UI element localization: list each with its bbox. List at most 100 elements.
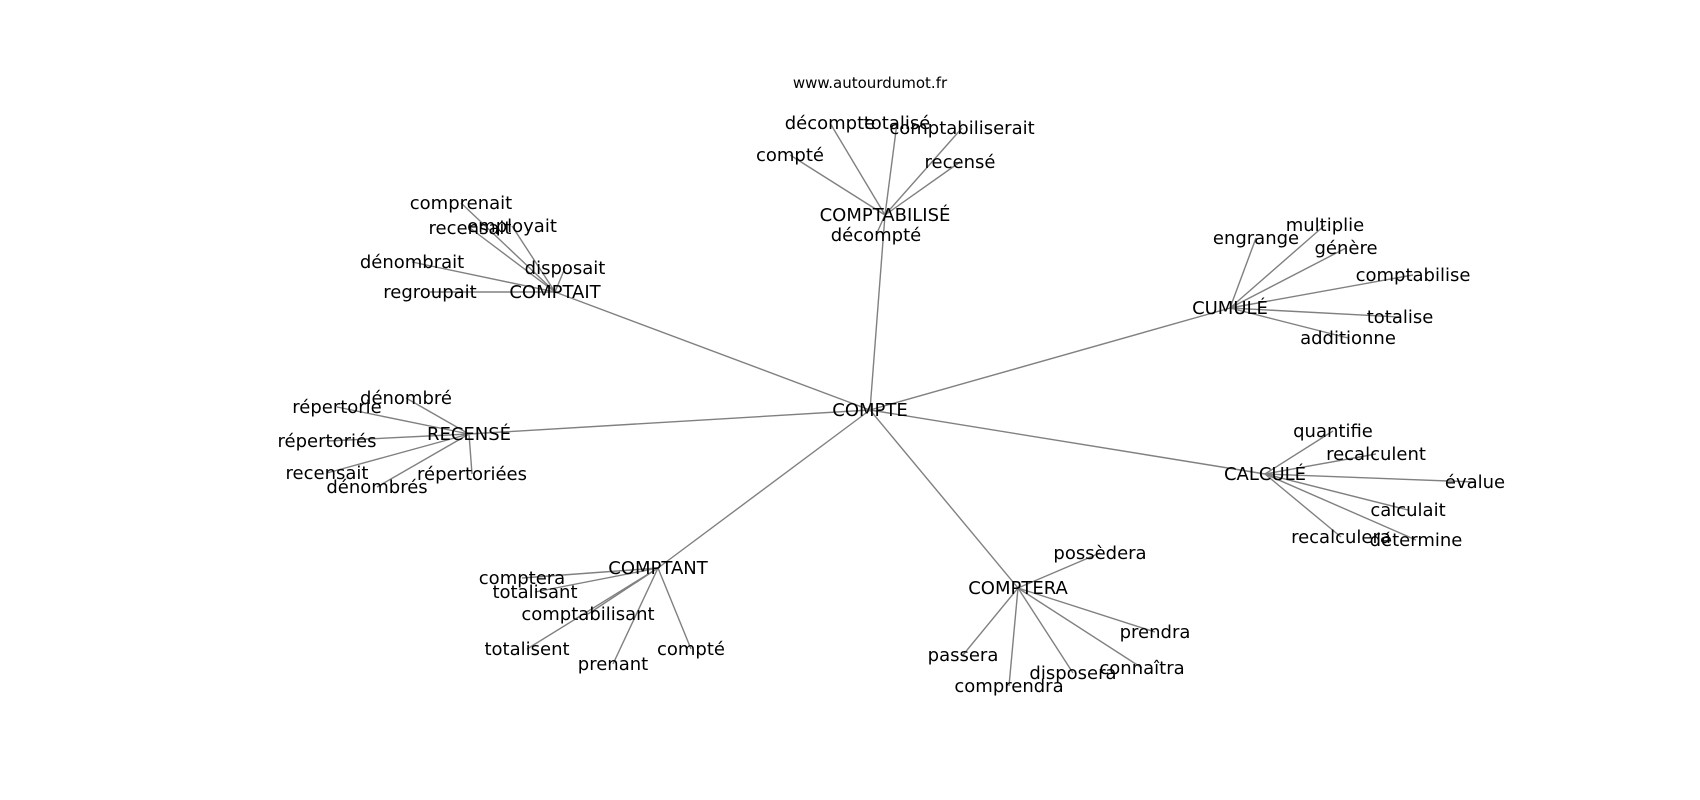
edges [326,122,1476,687]
leaf-node[interactable]: répertoriés [278,431,377,452]
edge-hub-leaf [376,433,470,488]
leaf-node[interactable]: compté [756,145,824,166]
leaf-node[interactable]: prendra [1120,622,1191,643]
leaf-node[interactable]: comptabilise [1356,265,1471,286]
leaf-node[interactable]: comprendra [954,676,1063,697]
leaf-node[interactable]: recalculera [1291,527,1391,548]
leaf-node[interactable]: évalue [1445,472,1505,493]
leaf-node[interactable]: répertoriées [417,464,527,485]
leaf-node[interactable]: comptabilisant [521,604,654,625]
edge-hub-leaf [411,261,556,293]
leaf-node[interactable]: recensé [925,152,996,173]
edge-hub-leaf [1017,587,1156,633]
leaf-node[interactable]: calculait [1370,500,1445,521]
edge-hub-leaf [612,567,659,665]
edge-hub-leaf [829,122,886,216]
edge-root-hub [869,409,1266,475]
edge-hub-leaf [1229,237,1257,309]
edge-hub-leaf [884,122,898,216]
labels: www.autourdumot.fr COMPTECOMPTABILISÉdéc… [278,74,1506,697]
edge-hub-leaf [405,397,470,435]
hub-node[interactable]: RECENSÉ [427,423,511,445]
leaf-node[interactable]: additionne [1300,328,1396,349]
leaf-node[interactable]: disposera [1029,663,1116,684]
leaf-node[interactable]: totalisé [864,113,931,134]
edge-hub-leaf [1017,587,1074,674]
edge-hub-leaf [1264,430,1334,475]
edge-root-hub [468,409,871,435]
hub-node[interactable]: COMPTANT [608,558,708,579]
edge-hub-leaf [326,433,470,442]
leaf-node[interactable]: totalise [1367,307,1434,328]
hub-node[interactable]: CUMULÉ [1192,297,1268,319]
leaf-node[interactable]: prenant [578,654,648,675]
hub-node[interactable]: CALCULÉ [1224,463,1306,485]
edge-hub-leaf [336,406,470,435]
edge-hub-leaf [875,214,886,236]
edge-root-hub [869,214,886,411]
edge-hub-leaf [1008,587,1019,687]
edge-hub-leaf [1017,552,1101,589]
edge-hub-leaf [1229,247,1347,309]
edge-root-hub [554,291,871,411]
edge-root-hub [869,409,1019,589]
leaf-node[interactable]: passera [928,645,999,666]
edge-hub-leaf [534,567,659,593]
edge-hub-leaf [1264,473,1476,483]
edge-hub-leaf [1017,587,1143,669]
leaf-node[interactable]: employait [467,216,557,237]
edge-hub-leaf [789,154,886,216]
leaf-node[interactable]: connaîtra [1099,658,1184,679]
edge-hub-leaf [1229,224,1326,309]
hub-node[interactable]: COMPTERA [968,578,1068,599]
leaf-node[interactable]: totalisent [484,639,569,660]
leaf-node[interactable]: quantifie [1293,421,1373,442]
leaf-node[interactable]: recensait [429,218,512,239]
edge-hub-leaf [657,567,692,650]
edge-hub-leaf [468,433,473,475]
edge-hub-leaf [521,567,659,579]
leaf-node[interactable]: recalculent [1326,444,1426,465]
edge-hub-leaf [1229,307,1401,318]
root-node[interactable]: COMPTE [832,400,908,421]
leaf-node[interactable]: possèdera [1053,543,1146,564]
source-url[interactable]: www.autourdumot.fr [793,74,948,92]
leaf-node[interactable]: décompte [785,113,876,134]
leaf-node[interactable]: engrange [1213,228,1299,249]
leaf-node[interactable]: dénombré [360,388,452,409]
edge-hub-leaf [962,587,1019,656]
leaf-node[interactable]: recensait [286,463,369,484]
edge-hub-leaf [554,267,566,293]
edge-hub-leaf [460,202,556,293]
edge-hub-leaf [1229,307,1349,339]
edge-hub-leaf [884,127,963,216]
edge-hub-leaf [1264,473,1409,511]
edge-hub-leaf [469,227,556,293]
edge-root-hub [869,307,1231,411]
leaf-node[interactable]: décompté [831,225,922,246]
edge-hub-leaf [1229,274,1414,309]
leaf-node[interactable]: comptabiliserait [889,118,1034,139]
edge-hub-leaf [1264,453,1377,475]
leaf-node[interactable]: compté [657,639,725,660]
edge-root-hub [657,409,871,569]
hub-node[interactable]: COMPTABILISÉ [820,204,951,226]
edge-hub-leaf [884,161,961,216]
leaf-node[interactable]: génère [1314,238,1377,259]
leaf-node[interactable]: disposait [525,258,606,279]
edge-hub-leaf [326,433,470,474]
leaf-node[interactable]: comprenait [410,193,512,214]
leaf-node[interactable]: dénombrait [360,252,464,273]
edge-hub-leaf [511,225,556,293]
leaf-node[interactable]: répertorie [292,397,382,418]
leaf-node[interactable]: dénombrés [326,477,427,498]
leaf-node[interactable]: totalisant [492,582,577,603]
leaf-node[interactable]: multiplie [1286,215,1365,236]
leaf-node[interactable]: détermine [1370,530,1463,551]
hub-node[interactable]: COMPTAIT [509,282,601,303]
leaf-node[interactable]: regroupait [383,282,476,303]
edge-hub-leaf [1264,473,1417,541]
edge-hub-leaf [526,567,659,650]
leaf-node[interactable]: comptera [479,568,565,589]
